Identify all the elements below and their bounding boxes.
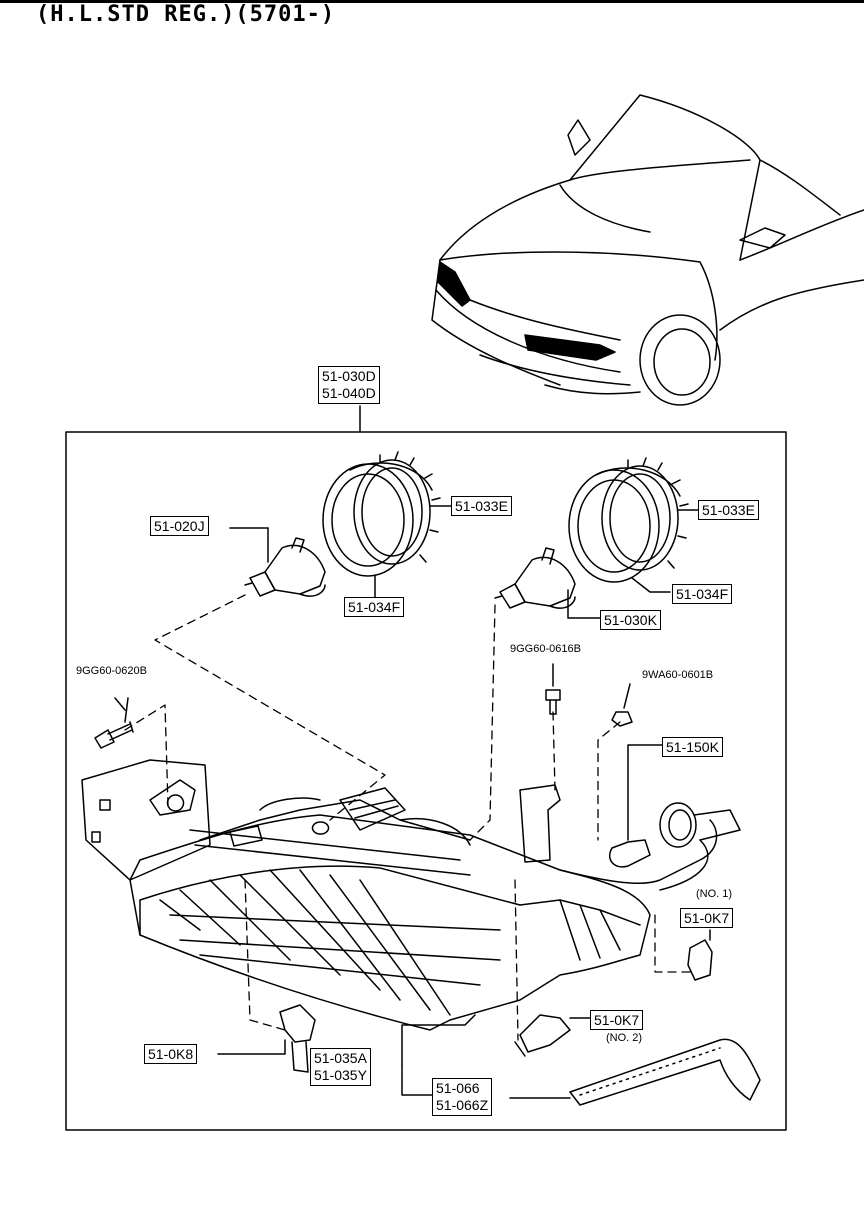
left-bulb xyxy=(229,527,326,597)
part-number-035a: 51-035A xyxy=(314,1050,367,1066)
label-ring-left-inner: 51-034F xyxy=(344,597,405,617)
assembly-guide-lines xyxy=(124,594,691,1041)
screw-left xyxy=(94,697,134,749)
label-socket-no2: 51-0K7 xyxy=(590,1010,644,1030)
gasket-strip xyxy=(509,1038,761,1106)
label-socket-no1: 51-0K7 xyxy=(680,908,734,928)
page-title: (H.L.STD REG.)(5701-) xyxy=(36,2,336,27)
label-socket-035: 51-035A 51-035Y xyxy=(310,1048,371,1086)
label-bulb-right: 51-030K xyxy=(600,610,661,630)
part-number-066z: 51-066Z xyxy=(436,1097,489,1113)
right-bulb xyxy=(494,547,601,619)
label-socket-no1-note: (NO. 1) xyxy=(696,888,733,900)
part-number-assembly-a: 51-030D xyxy=(322,368,376,384)
part-number-assembly-b: 51-040D xyxy=(322,385,376,401)
left-retaining-ring xyxy=(322,451,453,599)
label-side-bulb: 51-150K xyxy=(662,737,723,757)
label-gasket: 51-066 51-066Z xyxy=(432,1078,493,1116)
nut-right xyxy=(611,683,633,727)
socket-no1 xyxy=(687,929,713,981)
label-socket-k8: 51-0K8 xyxy=(144,1044,198,1064)
label-ring-left-outer: 51-033E xyxy=(451,496,512,516)
lead-lines xyxy=(401,1014,476,1096)
socket-k8 xyxy=(217,1004,316,1073)
label-ring-right-inner: 51-034F xyxy=(672,584,733,604)
headlight-housing xyxy=(81,759,718,1031)
part-number-035y: 51-035Y xyxy=(314,1067,367,1083)
label-ring-right-outer: 51-033E xyxy=(698,500,759,520)
label-bulb-left: 51-020J xyxy=(150,516,209,536)
label-assembly: 51-030D 51-040D xyxy=(318,366,380,404)
label-socket-no2-note: (NO. 2) xyxy=(606,1032,643,1044)
label-nut-right: 9WA60-0601B xyxy=(642,669,714,681)
label-screw-mid: 9GG60-0616B xyxy=(510,643,581,655)
right-retaining-ring xyxy=(568,457,699,593)
car-front-illustration xyxy=(431,94,864,406)
assembly-frame xyxy=(65,431,787,1131)
side-lamp-socket xyxy=(608,744,741,891)
top-rule xyxy=(0,0,864,3)
label-screw-left: 9GG60-0620B xyxy=(76,665,147,677)
screw-mid xyxy=(545,663,561,715)
socket-no2 xyxy=(514,1014,591,1057)
part-number-066: 51-066 xyxy=(436,1080,480,1096)
